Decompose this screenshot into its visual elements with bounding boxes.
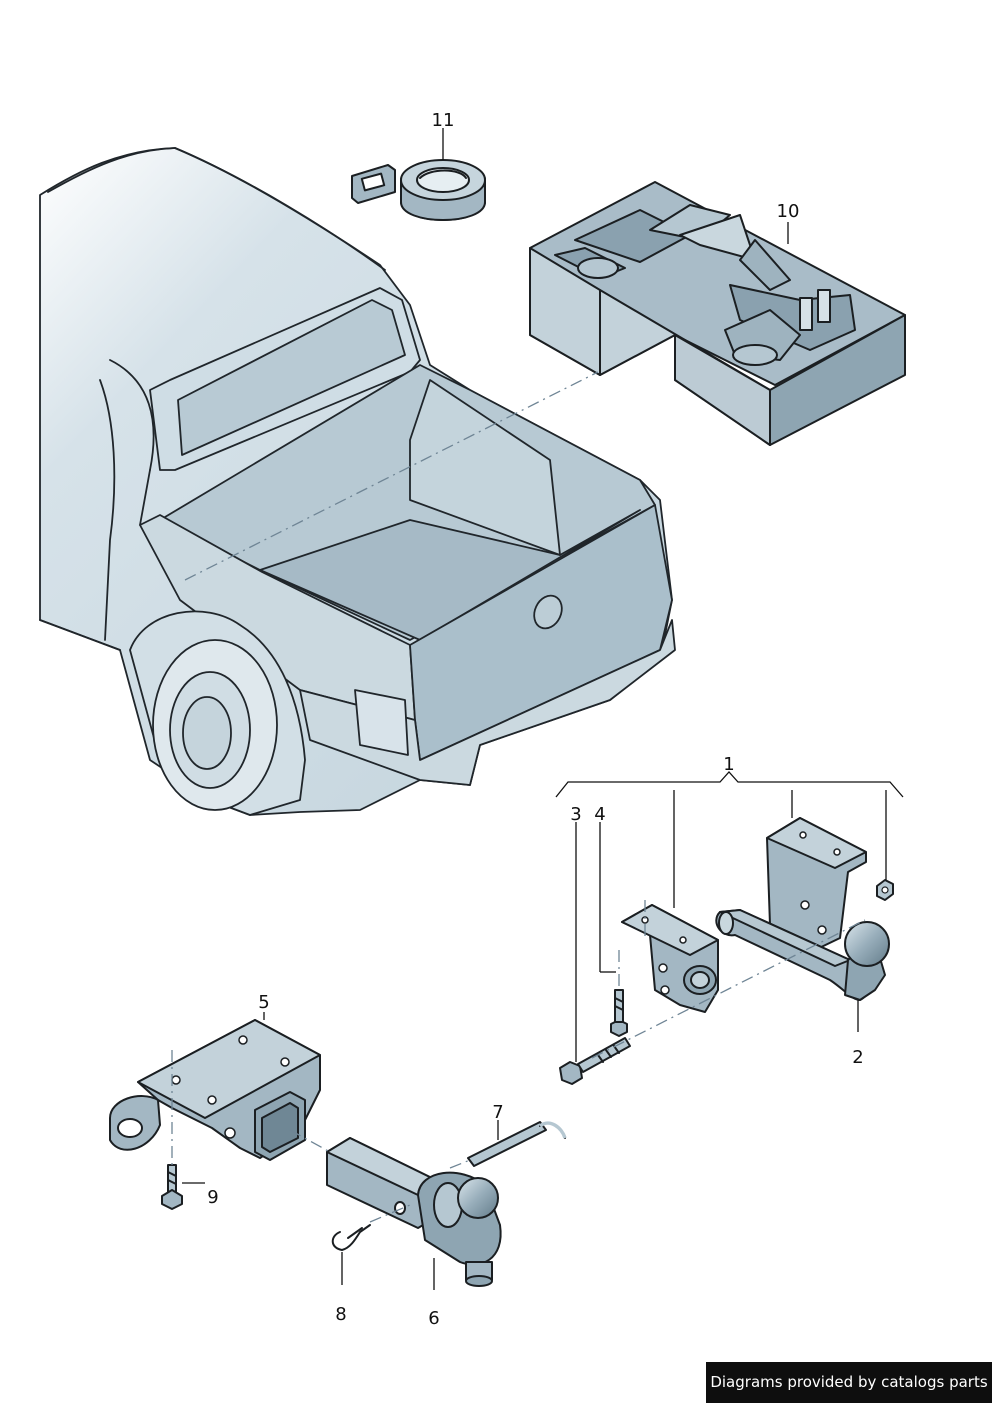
part-1-tow-bar-brackets bbox=[621, 817, 894, 1013]
part-9-bolt bbox=[161, 1164, 183, 1210]
part-7-hitch-pin bbox=[467, 1121, 567, 1167]
footer-credit-text: Diagrams provided by catalogs parts bbox=[710, 1373, 988, 1391]
part-6-ball-mount bbox=[326, 1137, 502, 1287]
part-2-ball-arm bbox=[715, 909, 890, 1001]
callout-4: 4 bbox=[594, 804, 605, 825]
callout-3: 3 bbox=[570, 804, 581, 825]
callout-labels: 1 2 3 4 5 6 7 8 9 10 11 bbox=[207, 110, 863, 1329]
part-8-clip bbox=[331, 1224, 371, 1251]
part-3-bolt bbox=[559, 1037, 631, 1085]
callout-10: 10 bbox=[777, 201, 800, 222]
callout-8: 8 bbox=[335, 1304, 346, 1325]
callout-6: 6 bbox=[428, 1308, 439, 1329]
part-5-receiver-bracket bbox=[109, 1019, 321, 1161]
callout-5: 5 bbox=[258, 992, 269, 1013]
part-4-bolt bbox=[610, 989, 628, 1037]
callout-1: 1 bbox=[723, 754, 734, 775]
part-11-strap bbox=[351, 159, 486, 221]
part-10-foam-tray bbox=[529, 181, 906, 446]
callout-2: 2 bbox=[852, 1047, 863, 1068]
pickup-truck bbox=[39, 147, 676, 816]
callout-9: 9 bbox=[207, 1187, 218, 1208]
callout-11: 11 bbox=[432, 110, 455, 131]
leader-lines bbox=[182, 128, 904, 1290]
callout-7: 7 bbox=[492, 1102, 503, 1123]
assembly-axis-lines bbox=[171, 371, 866, 1223]
footer-credit-badge: Diagrams provided by catalogs parts bbox=[706, 1362, 992, 1403]
